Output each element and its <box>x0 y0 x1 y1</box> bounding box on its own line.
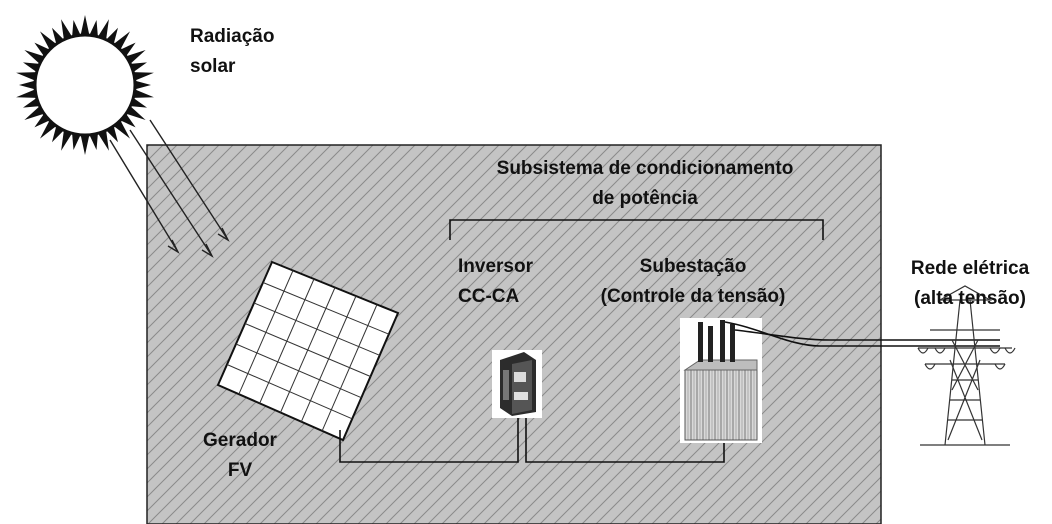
cables <box>339 321 1000 463</box>
sun-icon <box>16 15 154 155</box>
inverter-label: Inversor CC-CA <box>458 254 533 310</box>
subsystem-bracket <box>449 219 824 240</box>
substation-label-line1: Subestação <box>639 256 747 277</box>
subsystem-label: Subsistema de condicionamento de potênci… <box>455 156 835 212</box>
sun-label-line1: Radiação <box>190 26 275 47</box>
substation-label: Subestação (Controle da tensão) <box>568 254 818 310</box>
grid-label-line2: (alta tensão) <box>914 288 1026 309</box>
sun-label-line2: solar <box>190 56 236 77</box>
sun-label: Radiação solar <box>190 24 274 80</box>
grid-label: Rede elétrica (alta tensão) <box>888 256 1052 312</box>
inverter-label-line1: Inversor <box>458 256 533 277</box>
substation-icon <box>680 318 762 443</box>
inverter-label-line2: CC-CA <box>458 286 520 307</box>
subsystem-label-line2: de potência <box>592 188 698 209</box>
inverter-icon <box>492 350 542 418</box>
substation-label-line2: (Controle da tensão) <box>600 286 786 307</box>
generator-label-line1: Gerador <box>203 430 277 451</box>
subsystem-label-line1: Subsistema de condicionamento <box>496 158 794 179</box>
radiation-arrows <box>109 119 230 258</box>
grid-label-line1: Rede elétrica <box>910 258 1030 279</box>
transmission-tower-icon <box>917 285 1016 446</box>
solar-panel-icon <box>216 260 400 442</box>
generator-label-line2: FV <box>227 460 253 481</box>
generator-label: Gerador FV <box>185 428 295 484</box>
